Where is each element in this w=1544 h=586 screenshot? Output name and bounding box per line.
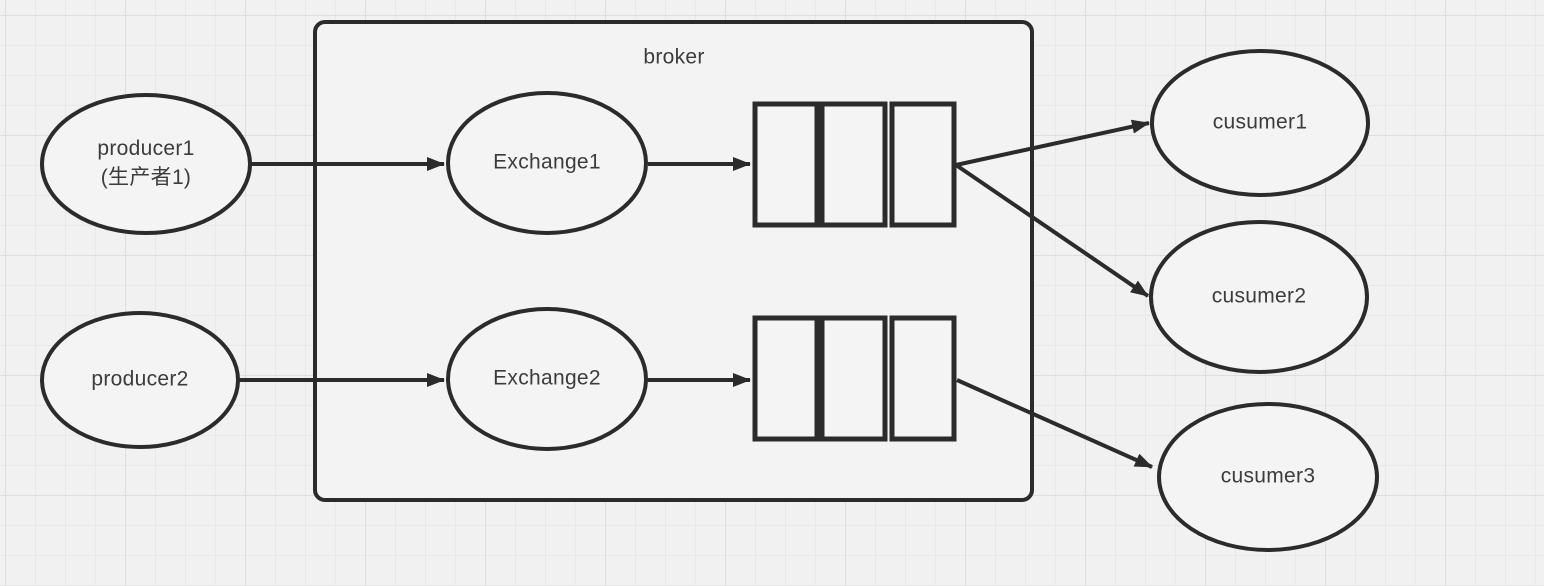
broker-label: broker: [643, 45, 705, 69]
exchange1-label: Exchange1: [493, 150, 601, 174]
producer2-node: [40, 311, 240, 449]
cusumer3-node: [1157, 402, 1379, 552]
queue1-segment-1: [752, 101, 820, 228]
queue1-segment-3: [889, 101, 957, 228]
arrow-queue2-to-cusumer3: [956, 378, 1153, 469]
cusumer2-label: cusumer2: [1211, 284, 1307, 308]
producer1-label-line2: (生产者1): [100, 166, 192, 189]
exchange2-label: Exchange2: [493, 366, 601, 390]
arrow-queue1-to-cusumer2: [954, 163, 1150, 298]
cusumer1-label: cusumer1: [1212, 110, 1308, 134]
producer2-label: producer2: [91, 367, 189, 391]
exchange2-node: [446, 307, 648, 451]
cusumer1-node: [1150, 49, 1370, 197]
producer1-label-line1: producer1: [97, 137, 195, 161]
cusumer3-label: cusumer3: [1220, 464, 1316, 488]
producer1-node: [40, 93, 252, 235]
queue2-segment-3: [889, 315, 957, 442]
queue2: [752, 315, 957, 442]
producer1-label: producer1 (生产者1): [97, 135, 194, 193]
exchange1-node: [446, 91, 648, 235]
queue2-segment-2: [819, 315, 888, 442]
cusumer2-node: [1149, 220, 1369, 374]
queue2-segment-1: [752, 315, 820, 442]
queue1: [752, 101, 957, 228]
queue1-segment-2: [819, 101, 888, 228]
arrow-queue1-to-cusumer1: [955, 119, 1150, 167]
